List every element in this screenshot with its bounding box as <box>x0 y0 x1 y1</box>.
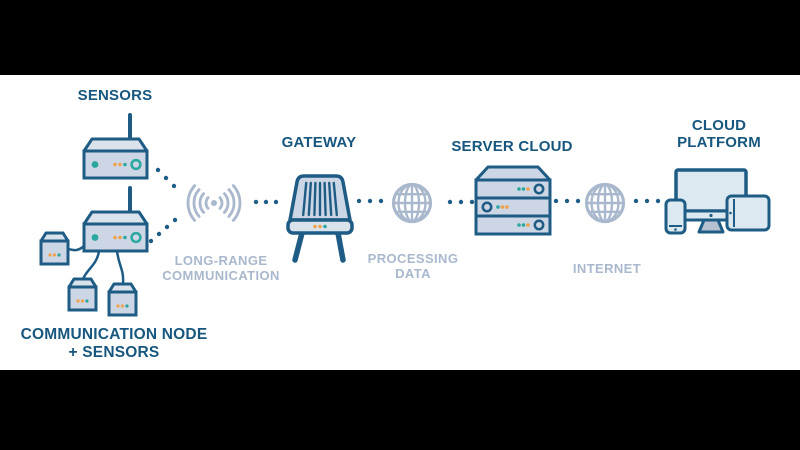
sensor-box-icon <box>67 277 98 312</box>
port-icon <box>130 158 142 171</box>
led-icon <box>91 234 99 241</box>
communication-node-icon <box>39 186 149 317</box>
wire <box>81 250 101 280</box>
gateway-router-icon <box>286 174 354 263</box>
led-icon <box>113 162 117 167</box>
dotted-connector-node-to-signal <box>148 217 178 244</box>
server-unit <box>474 178 552 200</box>
server-unit <box>474 196 552 218</box>
sensors-label: SENSORS <box>77 87 153 104</box>
cloud-platform-label: CLOUD PLATFORM <box>677 117 761 151</box>
led-icon <box>323 224 327 229</box>
processing-data-label: PROCESSING DATA <box>367 251 459 281</box>
server-rack-icon <box>474 165 552 236</box>
drive-icon <box>533 219 545 231</box>
port-icon <box>130 231 142 244</box>
drive-icon <box>481 201 493 213</box>
gateway-label: GATEWAY <box>281 134 357 151</box>
smartphone-icon <box>664 198 687 235</box>
letterbox-bottom <box>0 370 800 450</box>
wire <box>66 245 85 252</box>
led-icon <box>313 224 317 229</box>
dotted-connector-sensors-to-signal <box>155 167 177 189</box>
dotted-connector-server-to-internet <box>553 198 581 204</box>
sensor-box-icon <box>107 282 138 317</box>
led-icon <box>118 162 122 167</box>
tablet-icon <box>725 194 771 232</box>
drive-icon <box>533 183 545 195</box>
server-unit <box>474 214 552 236</box>
led-icon <box>318 224 322 229</box>
dotted-connector-globe-to-server <box>447 199 475 205</box>
internet-label: INTERNET <box>572 261 642 276</box>
communication-node-label: COMMUNICATION NODE + SENSORS <box>20 326 208 361</box>
globe-icon-internet <box>584 182 626 224</box>
globe-icon-processing <box>391 182 433 224</box>
led-icon <box>118 235 122 240</box>
wire <box>115 250 125 285</box>
sensor-box-icon <box>39 231 70 266</box>
leg <box>335 230 346 263</box>
wireless-signal-icon <box>186 184 242 222</box>
led-icon <box>113 235 117 240</box>
dotted-connector-signal-to-gateway <box>253 199 279 205</box>
sensor-device-icon <box>82 113 149 180</box>
led-icon <box>123 162 127 167</box>
server-cloud-label: SERVER CLOUD <box>451 138 573 155</box>
vents <box>301 181 338 217</box>
leg <box>292 230 305 263</box>
dotted-connector-gateway-to-globe <box>356 198 384 204</box>
dotted-connector-internet-to-platform <box>633 198 661 204</box>
led-icon <box>123 235 127 240</box>
long-range-communication-label: LONG-RANGE COMMUNICATION <box>162 253 280 283</box>
led-icon <box>91 161 99 168</box>
letterbox-top <box>0 0 800 75</box>
cloud-platform-devices <box>664 168 771 235</box>
